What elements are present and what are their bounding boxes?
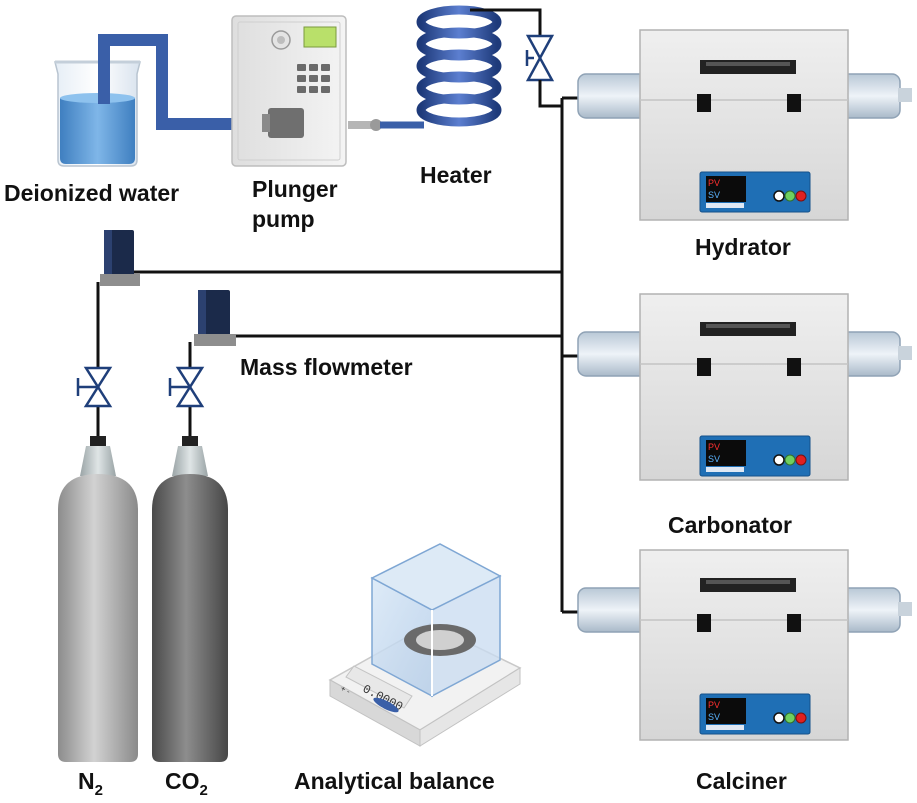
- heater-coil-icon: [416, 5, 502, 127]
- balance-keys-label: + -: [339, 684, 352, 697]
- hydrator-label: Hydrator: [695, 234, 791, 260]
- plunger-pump-label-line2: pump: [252, 206, 315, 232]
- n2-label-sub: 2: [94, 782, 103, 799]
- co2-valve-icon: [168, 366, 205, 408]
- co2-label-base: CO: [165, 768, 200, 794]
- furnace-sv-label: SV: [708, 454, 720, 464]
- co2-cylinder-icon: [152, 436, 228, 762]
- calciner-furnace-icon: PV SV: [577, 549, 912, 741]
- co2-label-sub: 2: [199, 782, 208, 799]
- hydrator-furnace-icon: PV SV: [577, 29, 912, 221]
- analytical-balance-icon: 0.0000 + -: [328, 543, 522, 747]
- deionized-water-label: Deionized water: [4, 180, 180, 206]
- co2-mass-flowmeter-icon: [194, 290, 236, 346]
- mass-flowmeter-label: Mass flowmeter: [240, 354, 413, 380]
- gas-manifold: [130, 96, 578, 614]
- carbonator-furnace-icon: PV SV: [577, 293, 912, 481]
- plunger-pump-icon: [231, 15, 382, 167]
- furnace-pv-label: PV: [708, 442, 720, 452]
- calciner-label: Calciner: [696, 768, 787, 794]
- furnace-pv-label: PV: [708, 178, 720, 188]
- n2-label-base: N: [78, 768, 95, 794]
- heater-outlet-line: [470, 8, 542, 36]
- n2-label: N2: [78, 768, 103, 798]
- co2-label: CO2: [165, 768, 208, 798]
- analytical-balance-label: Analytical balance: [294, 768, 495, 794]
- carbonator-label: Carbonator: [668, 512, 792, 538]
- steam-valve-icon: [525, 34, 555, 82]
- water-icon: [60, 98, 135, 164]
- heater-label: Heater: [420, 162, 492, 188]
- n2-mass-flowmeter-icon: [100, 230, 140, 286]
- beaker-icon: [54, 60, 141, 167]
- plunger-pump-label-line1: Plunger: [252, 176, 338, 202]
- n2-cylinder-icon: [58, 436, 138, 762]
- n2-valve-icon: [76, 366, 113, 408]
- furnace-sv-label: SV: [708, 190, 720, 200]
- furnace-sv-label: SV: [708, 712, 720, 722]
- furnace-pv-label: PV: [708, 700, 720, 710]
